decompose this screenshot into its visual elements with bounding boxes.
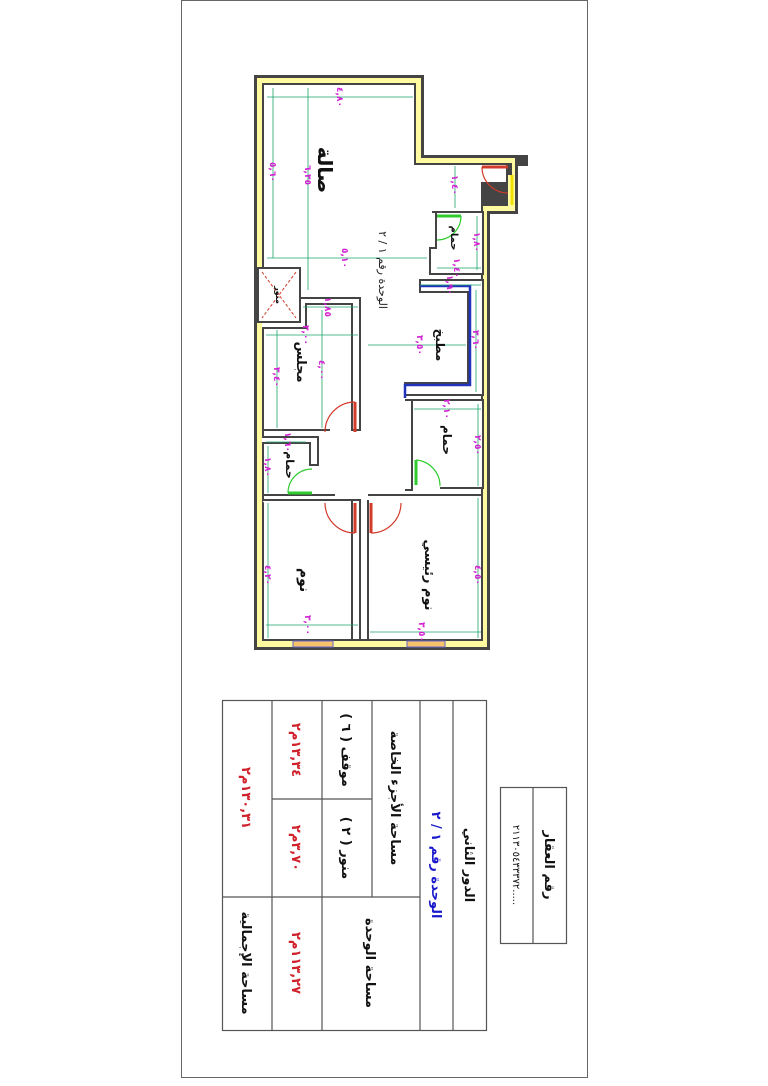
bath-left-door[interactable]	[287, 468, 313, 495]
bedroom-door[interactable]	[324, 502, 357, 534]
window-bedroom	[292, 640, 334, 648]
unit-area-label: مساحة الوحدة	[362, 918, 377, 1008]
room-hall: صالة	[313, 147, 337, 193]
floor-label: الدور الثاني	[461, 828, 476, 903]
dim-majlis-top: ١,٨٥	[322, 297, 332, 317]
unit-area: ١١٣,٢٧م٢	[288, 932, 303, 994]
room-master-bedroom: نوم رئيسي	[421, 539, 436, 610]
dim-bath-left-length: ١,٨٠	[262, 457, 272, 477]
dim-bedroom-length: ٤,٢٠	[262, 565, 272, 585]
total-area: ١٣٠,٣١م٢	[238, 767, 253, 829]
property-number-label: رقم العقار	[541, 829, 556, 899]
dim-kitchen-length: ٣,٦٠	[470, 330, 480, 350]
shaft-cross-icon	[261, 271, 297, 319]
area-table	[221, 699, 488, 1032]
dim-majlis-length: ٤,٠٠	[316, 360, 326, 380]
entrance-door[interactable]	[481, 165, 509, 194]
property-number-value: ٢١١٣٠٥٤٣٣٣٧٢.....	[510, 825, 521, 905]
room-majlis: مجلس	[293, 341, 308, 382]
room-bath-right: حمام	[439, 425, 454, 455]
dim-majlis-width: ٣,٠٠	[300, 325, 310, 345]
unit-number: الوحدة رقم ١ / ٢	[428, 812, 443, 919]
dim-master-width: ٣,٥٠	[416, 622, 426, 642]
parking-area: ١٣,٣٤م٢	[288, 723, 303, 777]
room-kitchen: مطبخ	[433, 329, 447, 362]
dim-hall-width: ٤,٨٠	[334, 87, 344, 107]
bath-right-door[interactable]	[414, 459, 441, 487]
shaft-label: منور ( ٢ )	[338, 817, 353, 879]
bath-top-door[interactable]	[436, 214, 462, 241]
dim-hall-length: ٦,٣٥	[302, 165, 312, 185]
dim-hall-length-outer: ٥,٦٠	[267, 162, 277, 182]
dim-bath-right-length: ٢,٥٠	[472, 435, 482, 455]
dim-kitchen-width: ١,٩٠	[444, 275, 454, 295]
master-bedroom-door[interactable]	[369, 502, 402, 534]
shaft-area: ٣,٧٠م٢	[288, 825, 303, 871]
room-bedroom: نوم	[296, 568, 312, 592]
dim-master-length: ٤,٥٠	[472, 565, 482, 585]
kitchen-wall-blue	[403, 284, 472, 398]
room-bath-top: حمام	[448, 226, 459, 251]
dim-bath-top-length: ١,٨٠	[471, 232, 481, 252]
private-area-label: مساحة الأجزء الخاصة	[387, 731, 404, 866]
dim-corridor: ٣,٥٠	[414, 335, 424, 355]
interior-walls	[257, 211, 484, 640]
parking-label: موقف ( ٦ )	[338, 713, 353, 787]
dim-bedroom-width: ٣,٠٠	[302, 615, 312, 635]
page-border	[181, 0, 588, 1078]
dim-bath-right-width: ٢,١٠	[441, 399, 451, 419]
room-labels: صالة حمام مطبخ مجلس منور حمام حمام نوم ن…	[274, 147, 459, 611]
dimension-lines	[266, 88, 481, 638]
dim-bath-left-width: ١,٦٠	[282, 432, 292, 452]
dim-bath-top-width: ١,٤٠	[451, 258, 461, 278]
majlis-door[interactable]	[324, 401, 357, 433]
dim-majlis-length-outer: ٣,٤٠	[271, 367, 281, 387]
area-table-text: الدور الثاني الوحدة رقم ١ / ٢ مساحة الأج…	[238, 713, 476, 1014]
total-area-label: مساحة الإجمالية	[238, 911, 253, 1014]
room-bath-left: حمام	[283, 451, 296, 479]
property-number-box: رقم العقار ٢١١٣٠٥٤٣٣٣٧٢.....	[499, 786, 568, 945]
room-shaft: منور	[274, 285, 283, 304]
doors	[287, 165, 509, 534]
unit-label: الوحدة رقم ١ / ٢	[376, 231, 389, 309]
window-master-bedroom	[406, 640, 446, 648]
dimension-labels: ٤,٨٠ ٥,٦٠ ٦,٣٥ ٥,١٠ ١,٤٠ ١,٨٠ ١,٤٠ ١,٩٠ …	[262, 87, 482, 642]
dim-hall-depth: ٥,١٠	[339, 248, 349, 268]
dim-entrance: ١,٤٠	[449, 175, 459, 195]
